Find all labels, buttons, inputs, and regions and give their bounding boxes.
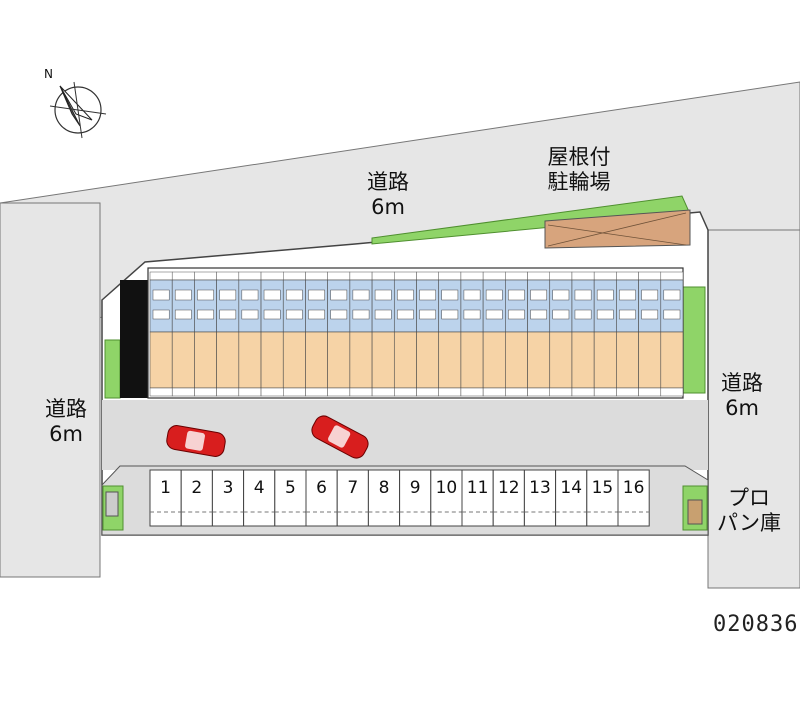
apartment-unit <box>171 271 195 397</box>
car-1 <box>166 425 226 457</box>
propane-storage-box <box>687 499 703 525</box>
apartment-unit <box>260 271 284 397</box>
parking-slot: 13 <box>523 469 557 527</box>
apartment-unit <box>660 271 684 397</box>
parking-slot-number: 8 <box>379 478 390 498</box>
road-right-name: 道路 <box>721 371 763 395</box>
parking-slot: 4 <box>243 469 276 527</box>
road-top-width: 6m <box>371 194 405 219</box>
parking-slot-number: 12 <box>498 478 520 498</box>
road-left-name: 道路 <box>45 397 87 421</box>
apartment-unit <box>238 271 262 397</box>
road-top-label: 道路 6m <box>358 170 418 220</box>
parking-slot: 8 <box>367 469 401 527</box>
road-left <box>0 202 101 578</box>
apartment-unit <box>527 271 551 397</box>
parking-slot: 3 <box>211 469 245 527</box>
apartment-unit <box>460 271 484 397</box>
parking-slot: 14 <box>555 469 588 527</box>
apartment-unit <box>616 271 639 397</box>
apartment-unit <box>216 271 240 397</box>
parking-slot-number: 1 <box>160 478 171 498</box>
parking-slot-number: 13 <box>529 478 551 498</box>
building-black-wall <box>120 280 148 398</box>
road-left-width: 6m <box>49 421 83 446</box>
bicycle-parking-line1: 屋根付 <box>547 145 611 169</box>
apartment-unit <box>305 271 328 397</box>
parking-slot-number: 16 <box>623 478 645 498</box>
apartment-unit <box>549 271 573 397</box>
parking-slot-number: 10 <box>436 478 458 498</box>
apartment-unit <box>149 271 173 397</box>
parking-slot-number: 5 <box>285 478 296 498</box>
parking-slot: 9 <box>399 469 432 527</box>
apartment-unit <box>593 271 617 397</box>
road-left-label: 道路 6m <box>36 397 96 447</box>
propane-storage-line2: パン庫 <box>716 510 782 535</box>
parking-slot: 6 <box>305 469 338 527</box>
north-label: N <box>44 67 53 81</box>
apartment-unit <box>416 271 440 397</box>
apartment-unit <box>282 271 306 397</box>
apartment-unit <box>571 271 595 397</box>
parking-slot-number: 7 <box>347 478 358 498</box>
parking-slot-number: 4 <box>254 478 265 498</box>
apartment-unit <box>349 271 373 397</box>
apartment-unit <box>638 271 662 397</box>
road-right <box>707 229 800 589</box>
parking-slot-number: 11 <box>467 478 489 498</box>
green-strip-right <box>682 286 706 394</box>
green-strip-left <box>104 339 121 399</box>
parking-slot-number: 9 <box>410 478 421 498</box>
apartment-unit <box>327 271 351 397</box>
apartment-unit <box>505 271 528 397</box>
apartment-unit <box>393 271 417 397</box>
parking-slot: 2 <box>180 469 213 527</box>
parking-slot-number: 3 <box>223 478 234 498</box>
parking-slot-number: 2 <box>191 478 202 498</box>
parking-slot: 10 <box>430 469 463 527</box>
road-right-width: 6m <box>725 395 759 420</box>
parking-slot: 16 <box>617 469 650 527</box>
parking-slot: 11 <box>461 469 494 527</box>
parking-slot-number: 6 <box>316 478 327 498</box>
apartment-units <box>149 271 684 397</box>
apartment-unit <box>438 271 462 397</box>
parking-slot: 15 <box>586 469 619 527</box>
road-top-name: 道路 <box>367 170 409 194</box>
parking-slot-number: 14 <box>560 478 582 498</box>
apartment-unit <box>194 271 217 397</box>
bicycle-parking-label: 屋根付 駐輪場 <box>534 145 624 195</box>
propane-storage-label: プロ パン庫 <box>708 486 790 536</box>
parking-slot: 5 <box>274 469 307 527</box>
apartment-unit <box>371 271 395 397</box>
map-code: 020836 <box>713 612 799 637</box>
propane-storage-line1: プロ <box>728 486 770 510</box>
road-right-label: 道路 6m <box>712 371 772 421</box>
compass-icon: N <box>44 67 107 139</box>
parking-slot: 1 <box>149 469 182 527</box>
parking-slot-number: 15 <box>592 478 614 498</box>
parking-slot: 7 <box>336 469 369 527</box>
car-2 <box>311 415 369 459</box>
left-storage-box <box>105 491 119 517</box>
apartment-unit <box>482 271 506 397</box>
bicycle-parking-line2: 駐輪場 <box>547 169 611 194</box>
parking-slot: 12 <box>492 469 525 527</box>
